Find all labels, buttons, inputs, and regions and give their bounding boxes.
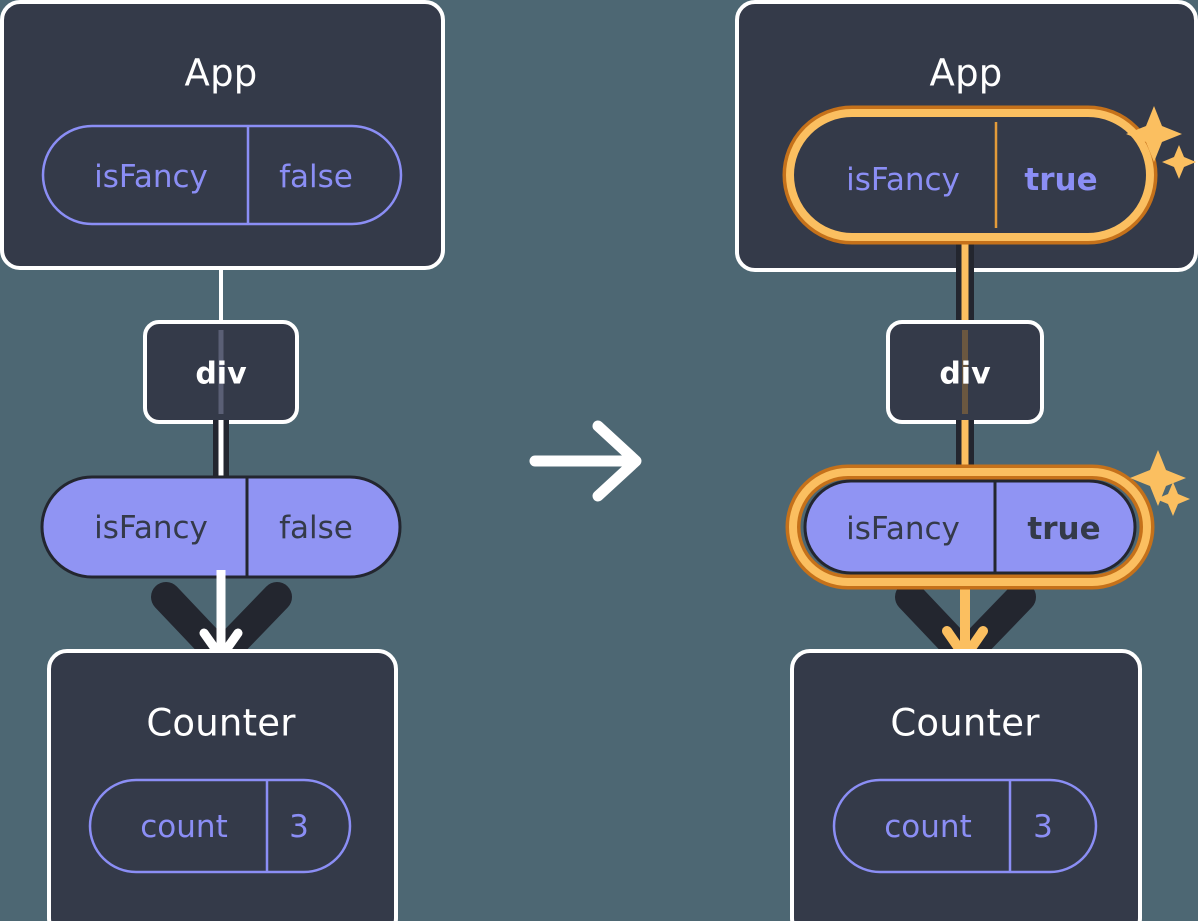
sparkle-group-prop: [1130, 450, 1190, 516]
app-pill-left: [41, 124, 403, 226]
sparkle-group-app: [1126, 106, 1196, 179]
prop-pill-right: [785, 464, 1155, 590]
counter-pill-right: [832, 778, 1098, 874]
prop-pill-left: [40, 475, 402, 579]
sparkle-small-icon: [1156, 482, 1190, 516]
sparkle-large-icon: [1130, 450, 1186, 506]
transition-arrow-icon: [529, 420, 642, 502]
prop-arrow-left: [151, 570, 292, 670]
app-pill-right: [782, 105, 1158, 245]
sparkle-small-icon: [1162, 145, 1196, 179]
counter-pill-left: [88, 778, 352, 874]
sparkle-large-icon: [1126, 106, 1182, 162]
